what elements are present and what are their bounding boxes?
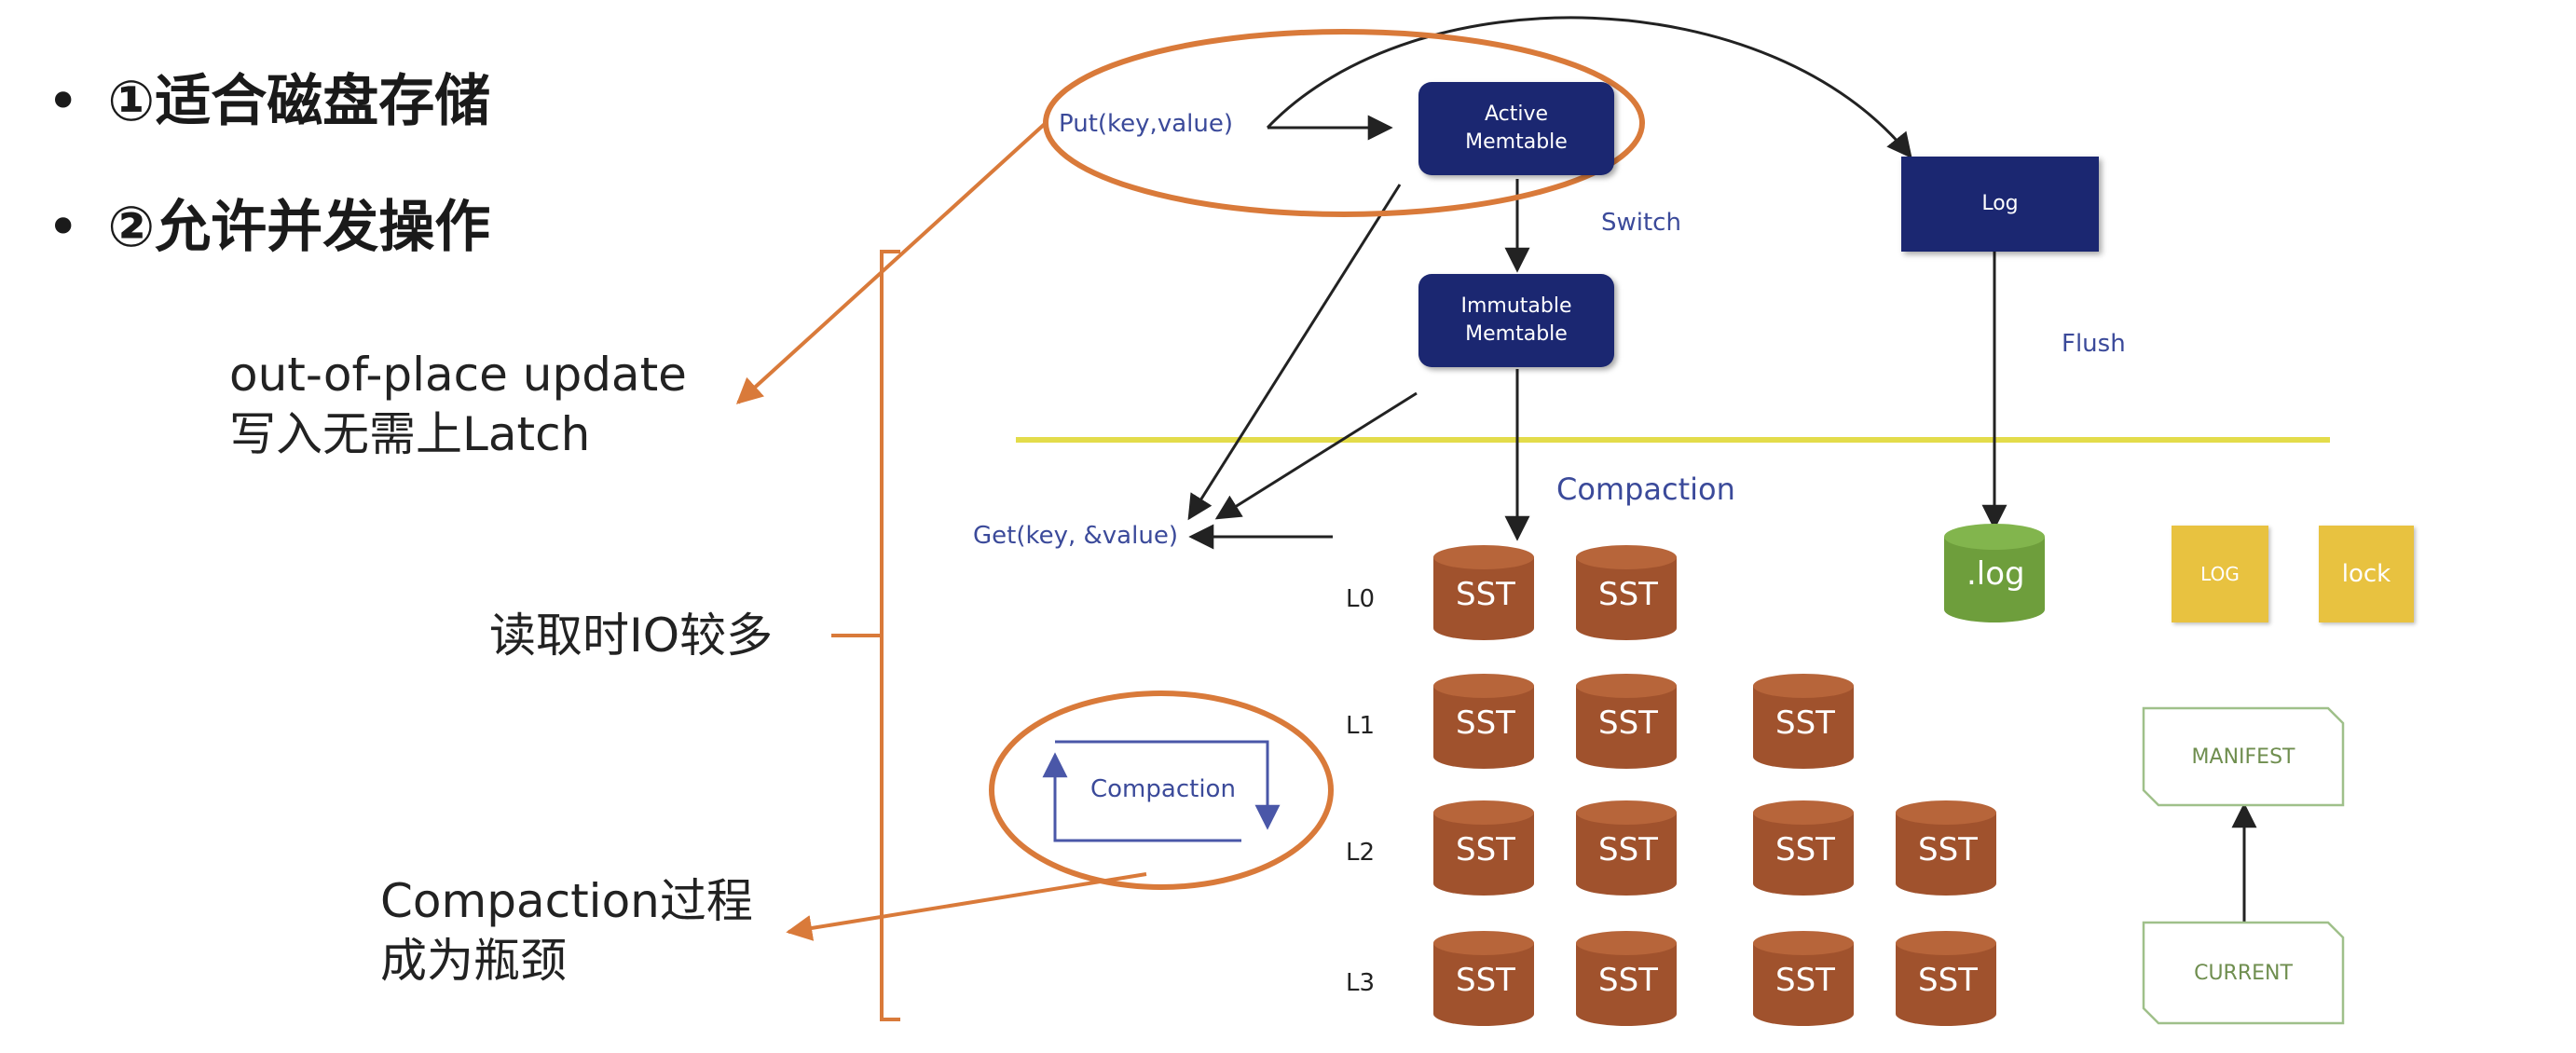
sst-label: SST — [1775, 704, 1835, 742]
log-box-label: Log — [1981, 192, 2019, 215]
sst-cylinder — [1576, 674, 1677, 769]
sst-label: SST — [1598, 962, 1658, 999]
bullet-text: ②允许并发操作 — [107, 195, 491, 260]
sst-cylinder — [1576, 931, 1677, 1026]
current-label: CURRENT — [2194, 961, 2293, 985]
note-read-io: 读取时IO较多 — [489, 609, 774, 663]
sst-cylinder — [1433, 800, 1534, 896]
bullet-text: ①适合磁盘存储 — [107, 69, 491, 134]
pointer-compaction — [786, 872, 1147, 941]
sst-cylinder — [1433, 674, 1534, 769]
sst-cylinder — [1753, 674, 1854, 769]
immutable-label-line1: Immutable — [1460, 294, 1572, 318]
note-compaction-bottleneck: Compaction过程 成为瓶颈 — [380, 871, 753, 991]
sst-label: SST — [1456, 704, 1515, 742]
sst-label: SST — [1775, 831, 1835, 868]
sst-label: SST — [1598, 576, 1658, 613]
log-file-box-label: LOG — [2200, 563, 2240, 585]
lock-file-box-label: lock — [2341, 560, 2391, 588]
arrow-put-to-log — [1266, 16, 1912, 159]
sst-label: SST — [1918, 962, 1978, 999]
current-shape — [2142, 921, 2345, 1025]
log-file-label: .log — [1966, 555, 2025, 593]
sst-label: SST — [1918, 831, 1978, 868]
log-file-box: LOG — [2172, 526, 2268, 622]
manifest-box: MANIFEST — [2144, 708, 2343, 805]
note-line: Compaction过程 — [380, 874, 753, 928]
put-label: Put(key,value) — [1059, 110, 1233, 138]
compaction-loop-bottom — [1042, 752, 1241, 842]
note-line: 成为瓶颈 — [380, 934, 567, 988]
sst-cylinder — [1433, 931, 1534, 1026]
sst-cylinder — [1753, 931, 1854, 1026]
arrow-immutable-to-get — [1214, 391, 1418, 520]
get-label: Get(key, &value) — [973, 522, 1178, 550]
sst-label: SST — [1456, 576, 1515, 613]
bullet-marker: • — [47, 195, 80, 260]
sst-cylinder — [1753, 800, 1854, 896]
pointer-out-of-place — [735, 121, 1048, 404]
sst-cylinder — [1896, 931, 1996, 1026]
level-label-l1: L1 — [1346, 712, 1376, 740]
level-label-l0: L0 — [1346, 585, 1376, 613]
highlight-compaction-ellipse — [989, 691, 1334, 890]
log-box: Log — [1901, 157, 2099, 252]
bullet-disk-storage: • ①适合磁盘存储 — [47, 56, 490, 137]
sst-label: SST — [1598, 704, 1658, 742]
sst-label: SST — [1775, 962, 1835, 999]
compaction-loop-top — [1055, 740, 1281, 830]
sst-label: SST — [1598, 831, 1658, 868]
sst-cylinder — [1576, 545, 1677, 640]
sst-layer — [1433, 545, 1996, 1026]
immutable-memtable-box: Immutable Memtable — [1418, 274, 1614, 367]
immutable-label-line2: Memtable — [1465, 322, 1568, 346]
switch-label: Switch — [1601, 209, 1681, 237]
compaction-label: Compaction — [1556, 472, 1735, 507]
current-box: CURRENT — [2144, 923, 2343, 1023]
compaction-loop-label: Compaction — [1090, 775, 1236, 803]
bullet-marker: • — [47, 69, 80, 134]
active-label-line2: Memtable — [1465, 130, 1568, 154]
manifest-label: MANIFEST — [2191, 745, 2295, 769]
note-out-of-place: out-of-place update 写入无需上Latch — [229, 345, 687, 464]
manifest-shape — [2142, 706, 2345, 807]
sst-label: SST — [1456, 831, 1515, 868]
active-memtable-box: Active Memtable — [1418, 82, 1614, 175]
sst-label: SST — [1456, 962, 1515, 999]
log-cylinder — [1944, 524, 2045, 622]
level-label-l3: L3 — [1346, 969, 1376, 997]
bracket — [867, 250, 900, 1021]
sst-cylinder — [1433, 545, 1534, 640]
note-line: out-of-place update — [229, 348, 687, 402]
active-label-line1: Active — [1484, 103, 1549, 126]
level-label-l2: L2 — [1346, 839, 1376, 867]
lock-file-box: lock — [2319, 526, 2414, 622]
sst-cylinder — [1576, 800, 1677, 896]
bullet-concurrency: • ②允许并发操作 — [47, 182, 490, 263]
note-line: 写入无需上Latch — [229, 407, 591, 461]
arrow-active-to-get — [1187, 184, 1402, 521]
sst-cylinder — [1896, 800, 1996, 896]
flush-label: Flush — [2062, 330, 2126, 358]
